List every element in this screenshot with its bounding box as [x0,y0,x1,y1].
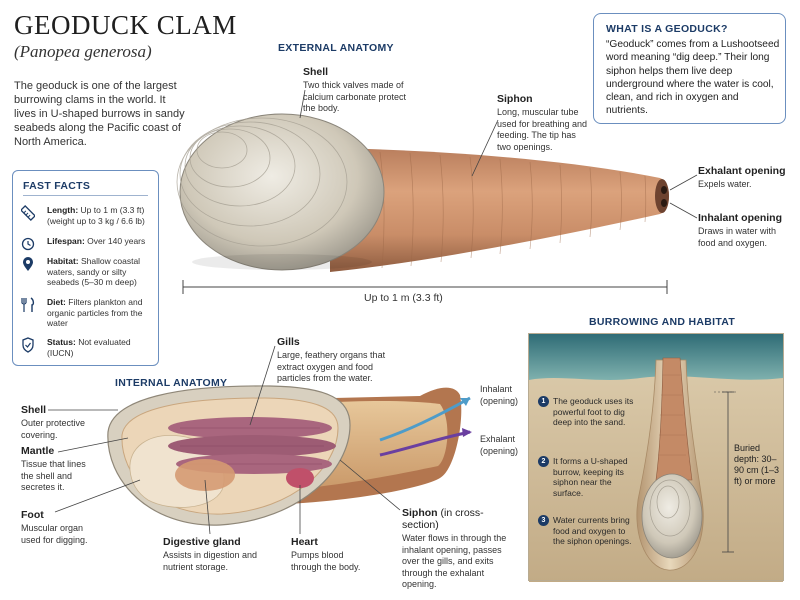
shield-check-icon [22,337,34,353]
internal-anatomy-heading: INTERNAL ANATOMY [115,377,228,389]
siphon-wrinkles [379,151,647,269]
internal-gills-desc: Large, feathery organs that extract oxyg… [277,350,386,383]
habitat-illustration [529,334,783,582]
what-is-geoduck-box: WHAT IS A GEODUCK? “Geoduck” comes from … [593,13,786,124]
internal-heart [286,468,314,488]
internal-gills-callout: Gills Large, feathery organs that extrac… [277,336,391,385]
page-subtitle: (Panopea generosa) [14,42,152,61]
internal-digestive-title: Digestive gland [163,536,241,548]
inhalant-opening-mark [661,199,667,207]
internal-siphon-callout: Siphon (in cross-section) Water flows in… [402,507,518,591]
internal-clam [107,385,472,526]
intro-text: The geoduck is one of the largest burrow… [14,80,185,148]
external-shell-desc: Two thick valves made of calcium carbona… [303,80,407,113]
external-anatomy-heading: EXTERNAL ANATOMY [278,42,394,54]
habitat-heading: BURROWING AND HABITAT [589,316,736,328]
step-number: 3 [538,515,549,526]
internal-shell-title: Shell [21,404,47,416]
scale-bar [182,280,668,294]
internal-mantle-desc: Tissue that lines the shell and secretes… [21,459,86,492]
internal-digestive-gland [175,459,235,491]
internal-digestive-callout: Digestive gland Assists in digestion and… [163,536,261,573]
internal-leader-lines [48,345,401,535]
external-siphon-callout: Siphon Long, muscular tube used for brea… [497,93,589,153]
step-number: 2 [538,456,549,467]
internal-foot-desc: Muscular organ used for digging. [21,523,88,545]
scale-label: Up to 1 m (3.3 ft) [364,292,443,304]
fast-fact-habitat-text: Shallow coastal waters, sandy or silty s… [47,256,141,287]
external-siphon-title: Siphon [497,93,533,105]
ruler-icon [21,205,35,221]
step-text: Water currents bring food and oxygen to … [553,515,632,546]
exhalant-opening-desc: Expels water. [698,179,752,189]
external-shell-callout: Shell Two thick valves made of calcium c… [303,66,413,115]
step-number: 1 [538,396,549,407]
internal-heart-callout: Heart Pumps blood through the body. [291,536,375,573]
fast-fact-habitat-label: Habitat: [47,256,79,266]
step-text: It forms a U-shaped burrow, keeping its … [553,456,628,498]
exhalant-flow-arrow [379,430,471,457]
fast-fact-length-label: Length: [47,205,79,215]
exhalant-opening-title: Exhalant opening [698,165,786,177]
step-text: The geoduck uses its powerful foot to di… [553,396,634,427]
what-is-geoduck-body: “Geoduck” comes from a Lushootseed word … [606,39,780,117]
internal-foot-title: Foot [21,509,44,521]
internal-siphon-desc: Water flows in through the inhalant open… [402,533,507,589]
habitat-panel [528,333,784,581]
inhalant-opening-title: Inhalant opening [698,212,782,224]
internal-foot-callout: Foot Muscular organ used for digging. [21,509,101,546]
fast-fact-status-text: Not evaluated (IUCN) [47,337,131,358]
fast-facts-heading: FAST FACTS [23,180,91,192]
inhalant-opening-callout: Inhalant opening Draws in water with foo… [698,212,788,249]
exhalant-arrow-label: Exhalant (opening) [480,434,519,456]
internal-gills-title: Gills [277,336,300,348]
external-shell-title: Shell [303,66,329,78]
exhalant-opening-mark [661,186,667,194]
internal-heart-title: Heart [291,536,318,548]
clock-icon [21,237,35,251]
fast-fact-length-text: Up to 1 m (3.3 ft) (weight up to 3 kg / … [47,205,145,226]
inhalant-arrow-label: Inhalant (opening) [480,384,519,406]
internal-mantle-callout: Mantle Tissue that lines the shell and s… [21,445,97,494]
internal-heart-desc: Pumps blood through the body. [291,550,361,572]
external-clam [176,113,669,272]
inhalant-opening-desc: Draws in water with food and oxygen. [698,226,777,248]
habitat-siphon [655,357,693,481]
what-is-geoduck-heading: WHAT IS A GEODUCK? [606,23,728,35]
external-siphon-desc: Long, muscular tube used for breathing a… [497,107,588,152]
exhalant-opening-callout: Exhalant opening Expels water. [698,165,794,191]
fast-fact-lifespan-text: Over 140 years [87,236,146,246]
buried-depth-label: Buried depth: 30–90 cm (1–3 ft) or more [734,443,780,486]
location-pin-icon [23,257,33,271]
internal-mantle-title: Mantle [21,445,55,457]
inhalant-flow-arrow [379,396,471,442]
page-title: GEODUCK CLAM [14,10,237,40]
siphon-body [330,148,669,272]
fast-fact-lifespan-label: Lifespan: [47,236,85,246]
fast-fact-status-label: Status: [47,337,76,347]
external-leader-lines [299,89,698,219]
shell-growth-rings [176,117,348,247]
habitat-shell [641,473,703,559]
internal-shell-callout: Shell Outer protective covering. [21,404,101,441]
internal-digestive-desc: Assists in digestion and nutrient storag… [163,550,258,572]
fork-knife-icon [21,297,35,312]
internal-shell-desc: Outer protective covering. [21,418,86,440]
siphon-tip [655,179,669,213]
fast-fact-diet-label: Diet: [47,297,66,307]
internal-siphon-title-suffix: (in cross-section) [402,507,484,531]
fast-fact-diet-text: Filters plankton and organic particles f… [47,297,143,328]
internal-siphon-title: Siphon [402,507,438,519]
fast-facts-box: FAST FACTS Length: Up to 1 m (3.3 ft) (w… [12,170,159,366]
